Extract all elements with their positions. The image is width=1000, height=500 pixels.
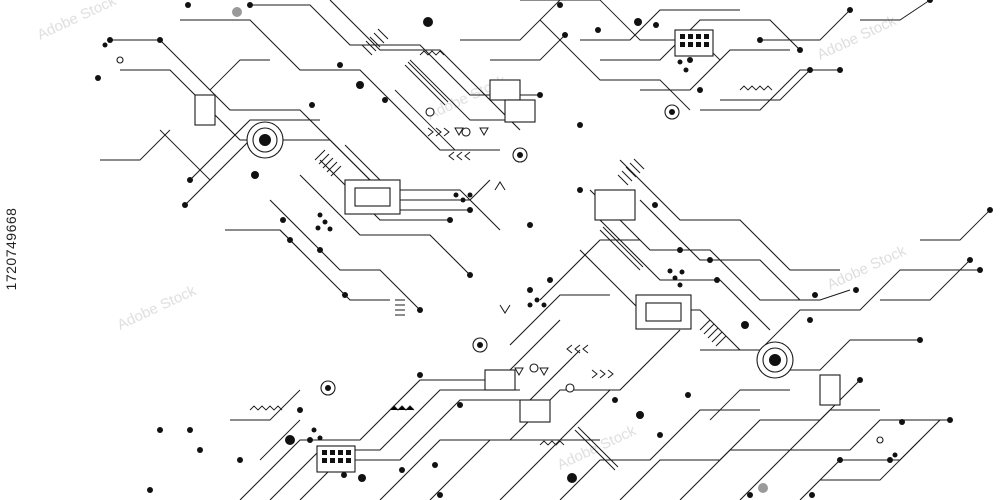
circuit-cluster-upper xyxy=(95,0,933,316)
watermark-text: Adobe Stock xyxy=(35,0,120,44)
watermark-text: Adobe Stock xyxy=(825,242,910,294)
stock-id-label: 1720749668 xyxy=(3,207,19,291)
watermark-text: Adobe Stock xyxy=(555,422,640,474)
watermark-layer: Adobe Stock Adobe Stock Adobe Stock Adob… xyxy=(35,0,910,474)
watermark-text: Adobe Stock xyxy=(115,282,200,334)
circuit-cluster-lower xyxy=(147,158,993,500)
